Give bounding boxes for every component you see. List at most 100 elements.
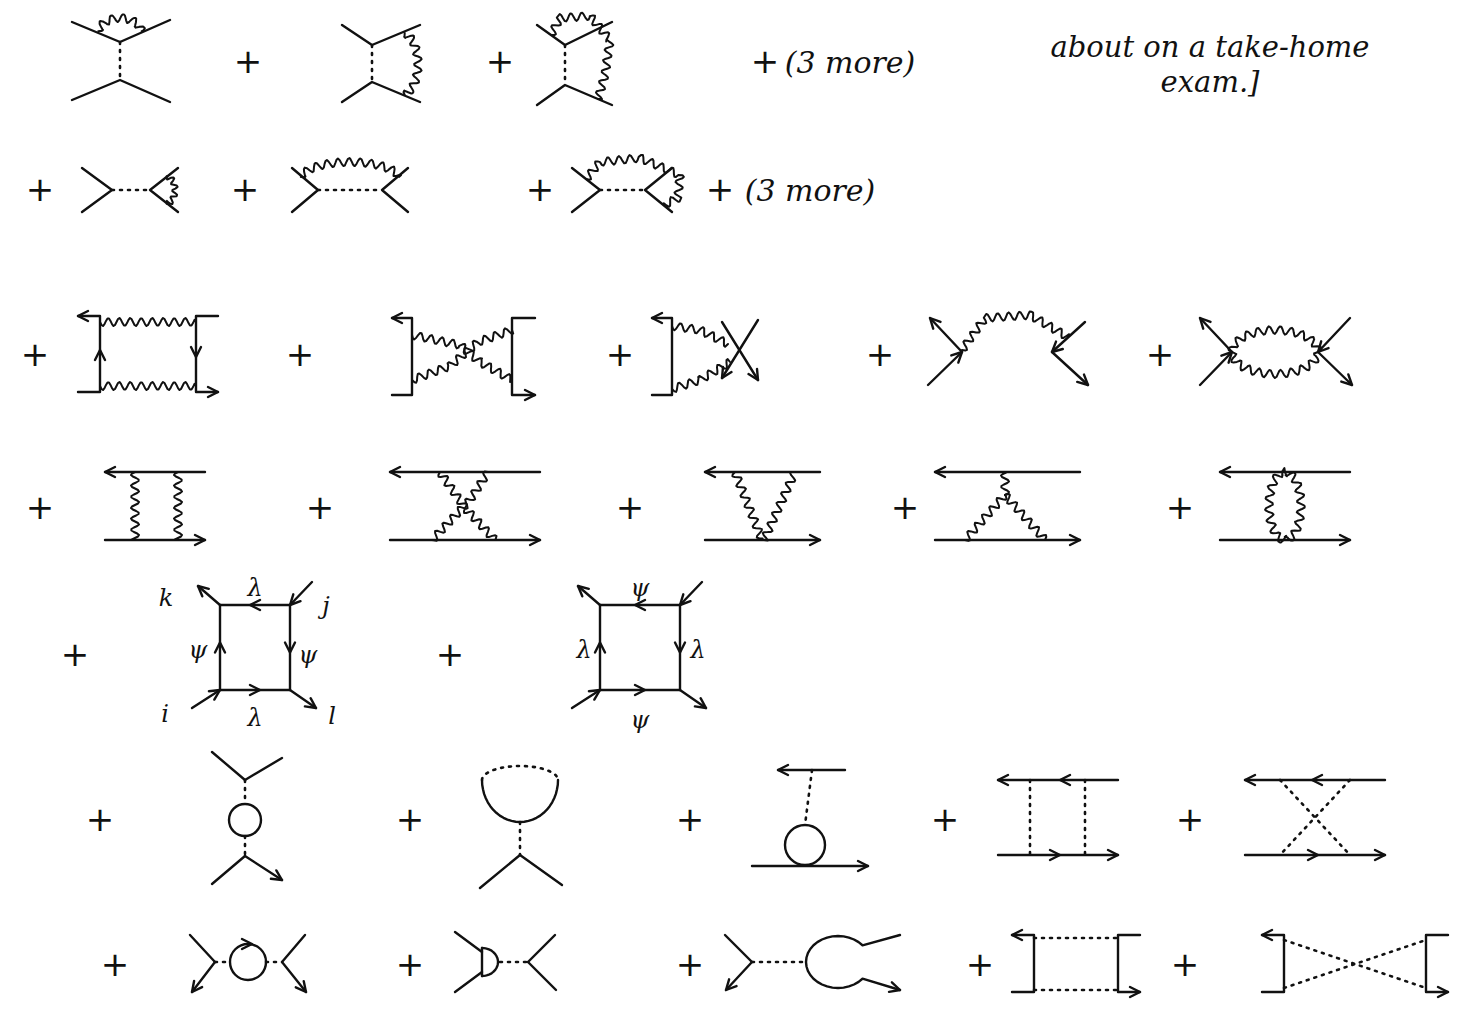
plus-sign: + (751, 43, 780, 80)
scalar-propagator (500, 961, 528, 964)
propagator-line (1375, 850, 1385, 860)
propagator-line (215, 643, 225, 653)
field-label: λ (247, 575, 262, 601)
plus-sign: + (86, 801, 115, 838)
field-label: ψ (631, 707, 650, 733)
propagator-line (1200, 352, 1232, 385)
plus-sign: + (676, 946, 705, 983)
propagator-line (1200, 318, 1232, 352)
propagator-line (78, 311, 88, 321)
propagator-line (652, 313, 662, 323)
field-label: k (159, 585, 174, 611)
propagator-line (537, 85, 612, 105)
propagator-line (1245, 775, 1255, 785)
propagator-line (296, 981, 306, 992)
propagator-line (680, 594, 691, 605)
propagator-line (208, 387, 218, 397)
propagator-line (635, 600, 645, 610)
plus-sign: + (1171, 946, 1200, 983)
scalar-propagator (1280, 780, 1350, 855)
propagator-line (1108, 850, 1118, 860)
propagator-line (998, 775, 1008, 785)
scalar-propagator (266, 961, 282, 964)
propagator-line (1426, 935, 1448, 992)
plus-sign: + (706, 171, 735, 208)
photon-line (432, 472, 488, 541)
scalar-propagator (600, 189, 645, 192)
propagator-line (1070, 535, 1080, 545)
propagator-line (935, 539, 1080, 541)
propagator-line (930, 318, 962, 352)
propagator-line (72, 20, 170, 42)
propagator-line (220, 689, 290, 691)
propagator-line (390, 539, 540, 541)
propagator-line (191, 347, 201, 357)
propagator-line (928, 352, 962, 385)
propagator-line (572, 690, 600, 708)
propagator-line (220, 604, 290, 606)
scalar-propagator (215, 961, 230, 964)
propagator-line (572, 168, 600, 212)
propagator-line (1077, 375, 1088, 385)
loop-line (785, 825, 825, 865)
handwritten-note: about on a take-home exam.] (1040, 30, 1380, 100)
propagator-line (1200, 318, 1211, 329)
propagator-line (810, 535, 820, 545)
photon-line (1005, 494, 1046, 540)
plus-sign: + (61, 636, 90, 673)
scalar-propagator (1034, 937, 1118, 940)
scalar-propagator (244, 836, 247, 856)
propagator-line (455, 932, 482, 952)
photon-line (412, 328, 513, 382)
plus-sign: + (396, 946, 425, 983)
propagator-line (105, 539, 205, 541)
propagator-line (679, 605, 681, 690)
propagator-line (600, 689, 680, 691)
scalar-propagator (519, 822, 522, 855)
propagator-line (482, 780, 558, 822)
propagator-line (680, 690, 706, 708)
ellipsis-note: (3 more) (745, 174, 876, 207)
propagator-line (192, 690, 220, 708)
scalar-propagator (1084, 780, 1087, 855)
plus-sign: + (931, 801, 960, 838)
propagator-line (680, 582, 702, 605)
propagator-line (778, 765, 788, 775)
propagator-line (72, 80, 170, 102)
propagator-line (749, 369, 759, 380)
propagator-line (282, 935, 305, 962)
propagator-line (935, 471, 1080, 473)
scalar-propagator (1280, 780, 1350, 855)
plus-sign: + (1176, 801, 1205, 838)
photon-line (962, 312, 1069, 351)
propagator-line (190, 935, 215, 962)
photon-line (100, 318, 196, 326)
photon-line (672, 359, 730, 392)
scalar-propagator (119, 42, 122, 80)
propagator-line (722, 320, 758, 378)
photon-line (131, 472, 139, 540)
propagator-line (600, 604, 680, 606)
propagator-line (342, 25, 420, 45)
plus-sign: + (286, 336, 315, 373)
propagator-line (289, 605, 291, 690)
scalar-propagator (112, 189, 150, 192)
plus-sign: + (26, 171, 55, 208)
plus-sign: + (676, 801, 705, 838)
propagator-line (528, 962, 556, 990)
propagator-line (1438, 987, 1448, 997)
photon-line (586, 155, 684, 207)
propagator-line (1308, 850, 1318, 860)
propagator-line (520, 855, 562, 885)
propagator-line (455, 972, 482, 992)
scalar-propagator (1029, 780, 1032, 855)
propagator-line (858, 861, 868, 871)
plus-sign: + (1146, 336, 1175, 373)
propagator-line (392, 313, 402, 323)
field-label: ψ (631, 575, 650, 601)
propagator-line (105, 467, 115, 477)
propagator-line (578, 586, 600, 605)
photon-line (763, 472, 795, 540)
propagator-line (675, 643, 685, 653)
